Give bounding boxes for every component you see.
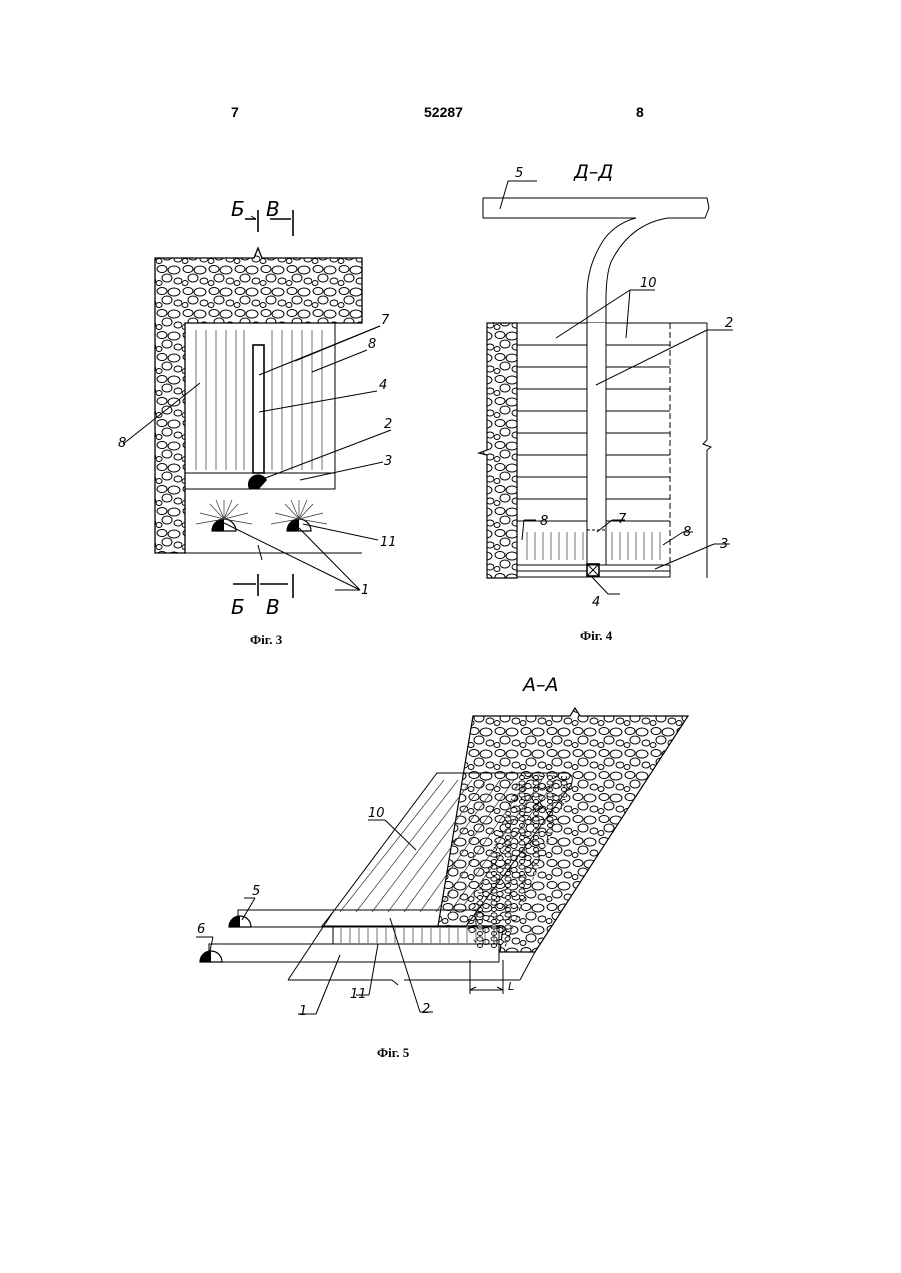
fig4-label-10: 10	[640, 276, 657, 291]
fig3-label-1: 1	[361, 583, 369, 598]
fig3-label-7: 7	[381, 313, 390, 328]
panel-hatching	[196, 330, 322, 470]
fig3-label-2: 2	[384, 417, 392, 432]
fig5-label-2: 2	[422, 1002, 430, 1017]
fig5-label-1: 1	[299, 1004, 307, 1019]
fig5-label-11: 11	[350, 987, 367, 1002]
raise-element-4	[253, 345, 264, 473]
fig4-label-4: 4	[592, 595, 600, 610]
fig4-label-2: 2	[725, 316, 733, 331]
fig5-caption: Фіг. 5	[377, 1045, 409, 1061]
fig4-label-3: 3	[720, 537, 728, 552]
fig3-caption: Фіг. 3	[250, 632, 282, 648]
drift-right	[271, 500, 327, 531]
fig3-label-11: 11	[380, 535, 397, 550]
figure-3: Б В Б В 7 8 4 2 3 11 1 8	[118, 197, 397, 619]
fig3-label-4: 4	[379, 378, 387, 393]
fig4-label-5: 5	[515, 166, 523, 181]
rock-mass	[155, 248, 362, 553]
fig5-label-L: L	[508, 980, 514, 993]
fig5-label-5: 5	[252, 884, 260, 899]
drift-left	[196, 500, 252, 531]
fig5-section-title: А–А	[521, 674, 559, 696]
section-mark-v-top: В	[266, 197, 280, 221]
section-mark-v-bottom: В	[266, 595, 280, 619]
fig5-label-10: 10	[368, 806, 385, 821]
fig3-label-3: 3	[384, 454, 392, 469]
fig4-caption: Фіг. 4	[580, 628, 612, 644]
section-mark-b-bottom: Б	[231, 595, 245, 619]
gallery-2	[248, 474, 267, 489]
fig3-label-8-left: 8	[118, 436, 126, 451]
fig4-label-7: 7	[618, 512, 627, 527]
drift-6-fig5	[209, 944, 499, 962]
section-mark-b-top: Б	[231, 197, 245, 221]
fig4-label-8-left: 8	[540, 514, 548, 529]
fig4-label-8-right: 8	[683, 525, 691, 540]
fig5-label-6: 6	[197, 922, 205, 937]
fig4-section-title: Д–Д	[573, 161, 613, 183]
figure-4: Д–Д	[479, 161, 733, 610]
fig3-label-8-right: 8	[368, 337, 376, 352]
figure-5: А–А	[196, 674, 688, 1019]
rock-mass-fig4	[479, 323, 517, 578]
